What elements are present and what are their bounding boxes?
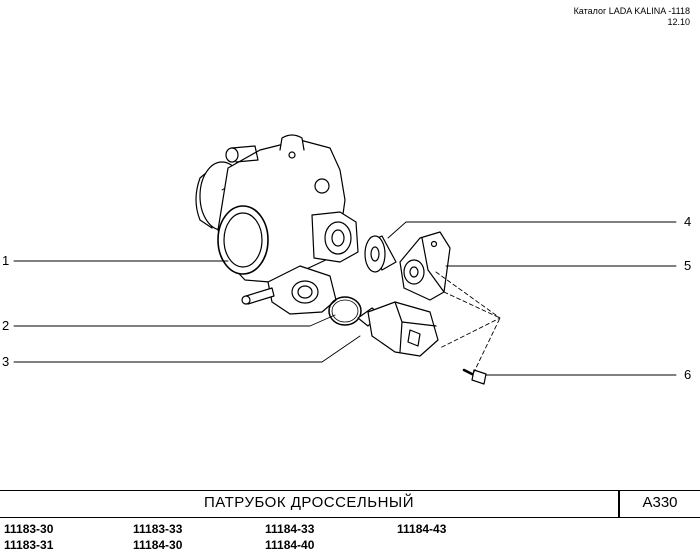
model-code: 11183-31 bbox=[4, 538, 54, 552]
model-code: 11184-30 bbox=[133, 538, 183, 552]
throttle-body-part bbox=[195, 134, 359, 315]
screw-part bbox=[462, 368, 487, 385]
catalog-header: Каталог LADA KALINA -1118 bbox=[573, 6, 690, 16]
model-code: 11183-33 bbox=[133, 522, 183, 536]
seal-ring-part bbox=[364, 235, 397, 273]
callout-1: 1 bbox=[2, 253, 10, 268]
title-divider bbox=[618, 491, 620, 517]
catalog-edition: 12.10 bbox=[667, 17, 690, 27]
model-code: 11184-43 bbox=[397, 522, 447, 536]
callout-4: 4 bbox=[684, 214, 692, 229]
callout-5: 5 bbox=[684, 258, 692, 273]
callout-6: 6 bbox=[684, 367, 692, 382]
model-code: 11184-33 bbox=[265, 522, 315, 536]
throttle-position-sensor-part bbox=[399, 231, 451, 301]
idle-air-valve-part bbox=[357, 301, 439, 357]
throttle-body-drawing bbox=[13, 134, 677, 385]
model-code: 11183-30 bbox=[4, 522, 54, 536]
o-ring-part bbox=[328, 296, 362, 326]
part-code: А330 bbox=[642, 494, 678, 511]
callout-2: 2 bbox=[2, 318, 10, 333]
leader-lines bbox=[13, 221, 677, 376]
model-code: 11184-40 bbox=[265, 538, 315, 552]
callout-3: 3 bbox=[2, 354, 10, 369]
part-title: ПАТРУБОК ДРОССЕЛЬНЫЙ bbox=[204, 494, 414, 511]
title-block: ПАТРУБОК ДРОССЕЛЬНЫЙ А330 bbox=[0, 490, 700, 518]
